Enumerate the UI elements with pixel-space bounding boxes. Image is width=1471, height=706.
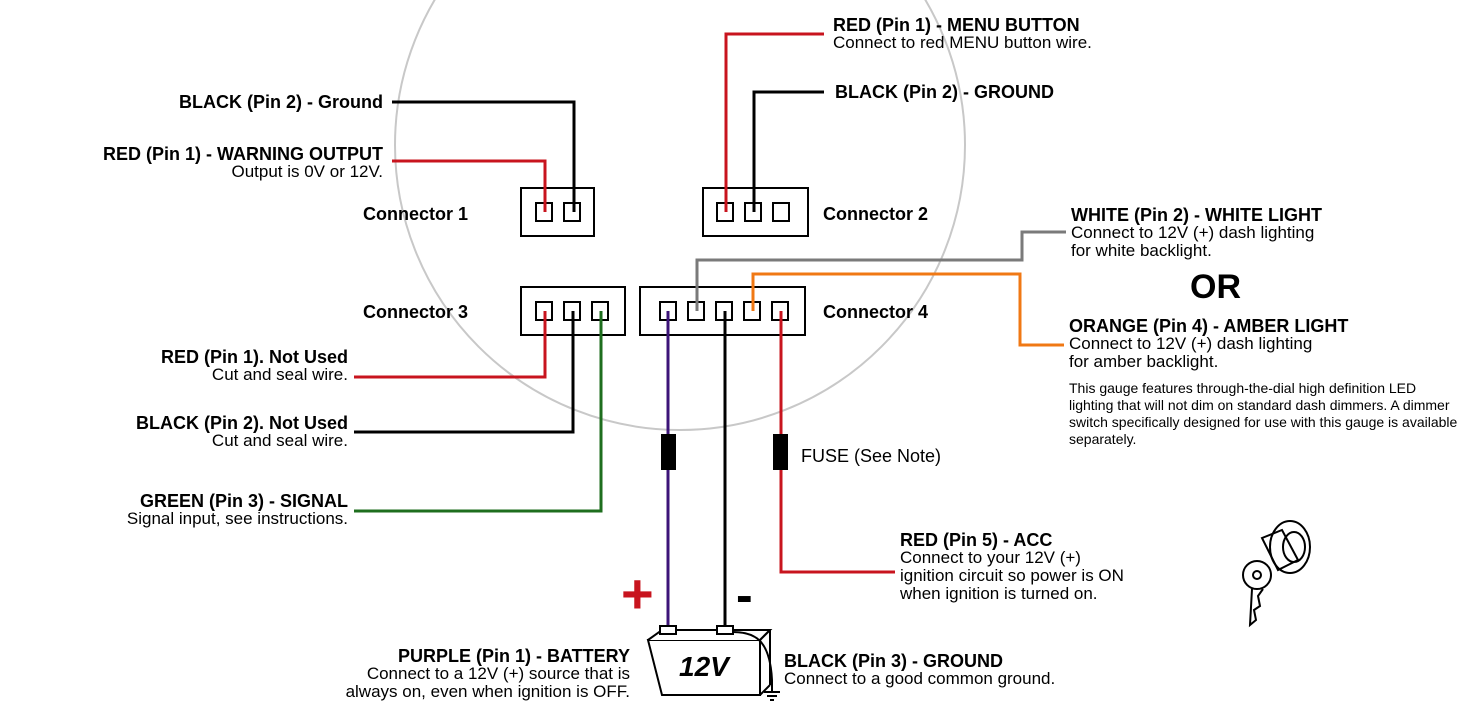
label-sub: Signal input, see instructions. [126,509,348,528]
label-title: ORANGE (Pin 4) - AMBER LIGHT [1069,316,1349,336]
label-red-acc: RED (Pin 5) - ACC Connect to your 12V (+… [900,531,1124,603]
connector-3-label: Connector 3 [363,302,469,322]
label-black-not-used: BLACK (Pin 2). Not Used Cut and seal wir… [0,414,348,450]
label-black-ground-c1: BLACK (Pin 2) - Ground [0,93,383,111]
label-sub: Connect to 12V (+) dash lighting [1071,223,1315,242]
label-red-not-used: RED (Pin 1). Not Used Cut and seal wire. [0,348,348,384]
label-sub: Cut and seal wire. [211,365,348,384]
label-orange-light: ORANGE (Pin 4) - AMBER LIGHT Connect to … [1069,317,1348,371]
label-title: RED (Pin 1). Not Used [160,347,348,367]
fuse-icon [661,434,676,470]
ground-symbol-icon [764,680,780,701]
label-title: BLACK (Pin 2) - GROUND [835,82,1054,102]
label-title: PURPLE (Pin 1) - BATTERY [397,646,630,666]
label-title: BLACK (Pin 2) - Ground [179,92,383,112]
wire-red-c3-pin1 [354,311,547,379]
connector-1 [520,187,595,237]
label-title: RED (Pin 1) - WARNING OUTPUT [103,144,383,164]
wire-red-c2-pin1 [724,32,824,212]
fuse-icon [773,434,788,470]
battery-icon [646,625,773,696]
label-sub: when ignition is turned on. [900,584,1098,603]
ignition-key-icon [1242,520,1311,628]
label-black-ground-c2: BLACK (Pin 2) - GROUND [835,83,1054,101]
battery-plus-sign: + [621,562,654,625]
label-title: WHITE (Pin 2) - WHITE LIGHT [1071,205,1322,225]
battery-minus-sign: - [736,567,753,623]
fuse-label: FUSE (See Note) [801,446,942,466]
label-title: RED (Pin 1) - MENU BUTTON [833,15,1080,35]
dimmer-note: This gauge features through-the-dial hig… [1069,380,1458,447]
wire-black-c2-pin2 [752,90,824,212]
label-title: RED (Pin 5) - ACC [900,530,1053,550]
label-title: BLACK (Pin 2). Not Used [135,413,348,433]
label-sub: for amber backlight. [1069,352,1219,371]
label-red-warning: RED (Pin 1) - WARNING OUTPUT Output is 0… [0,145,383,181]
label-sub: Output is 0V or 12V. [231,162,383,181]
wire-green-c3-pin3 [354,311,603,513]
label-title: GREEN (Pin 3) - SIGNAL [139,491,348,511]
wire-red-c4-pin5 [779,311,895,574]
connector-4-label: Connector 4 [823,302,929,322]
gauge-outline [394,0,966,431]
label-sub: Cut and seal wire. [211,431,348,450]
label-sub: ignition circuit so power is ON [900,566,1124,585]
or-text: OR [1190,268,1241,306]
battery-label: 12V [679,651,729,682]
wire-black-c1-pin2 [392,100,576,212]
wire-red-c1-pin1 [392,159,547,212]
label-sub: always on, even when ignition is OFF. [345,682,630,701]
wire-white-c4-pin2 [695,230,1066,311]
label-sub: Connect to 12V (+) dash lighting [1069,334,1313,353]
label-red-menu: RED (Pin 1) - MENU BUTTON Connect to red… [833,16,1092,52]
label-title: BLACK (Pin 3) - GROUND [784,651,1003,671]
label-sub: Connect to a good common ground. [784,669,1056,688]
label-black-ground-c4: BLACK (Pin 3) - GROUND Connect to a good… [784,652,1055,688]
connector-2-label: Connector 2 [823,204,929,224]
label-sub: for white backlight. [1071,241,1212,260]
label-purple-battery: PURPLE (Pin 1) - BATTERY Connect to a 12… [0,647,630,701]
wire-black-c3-pin2 [354,311,575,434]
connector-1-label: Connector 1 [363,204,469,224]
label-sub: Connect to your 12V (+) [900,548,1081,567]
label-sub: Connect to red MENU button wire. [833,33,1092,52]
label-green-signal: GREEN (Pin 3) - SIGNAL Signal input, see… [0,492,348,528]
wire-orange-c4-pin4 [751,272,1064,347]
label-white-light: WHITE (Pin 2) - WHITE LIGHT Connect to 1… [1071,206,1322,260]
label-sub: Connect to a 12V (+) source that is [366,664,630,683]
